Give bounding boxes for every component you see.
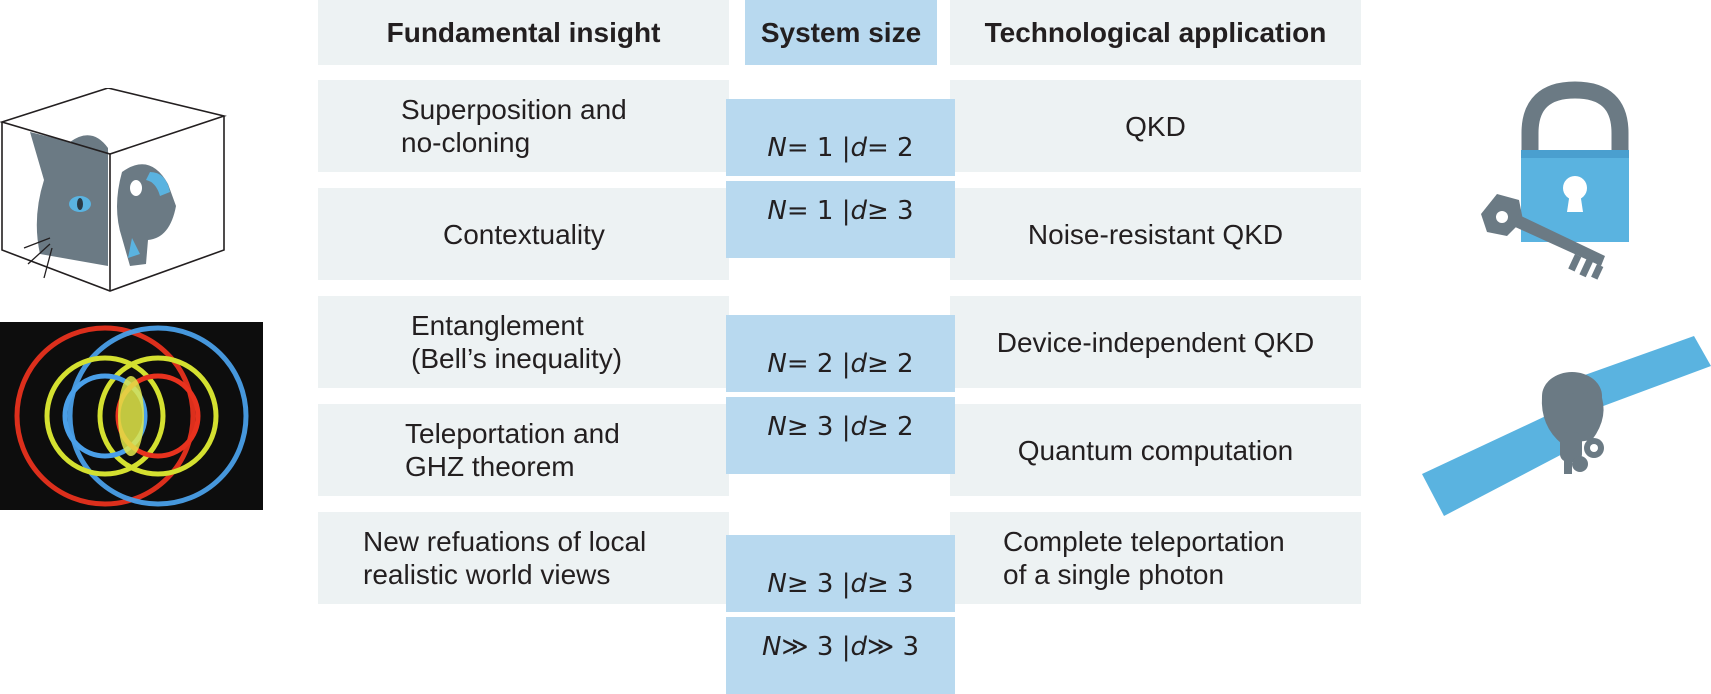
system-size-d: d: [850, 196, 867, 226]
system-size-d: d: [850, 133, 867, 163]
system-size-d-relation: ≫ 3: [867, 632, 920, 662]
system-size-n: N: [767, 196, 787, 226]
application-row: Quantum computation: [950, 404, 1361, 496]
insight-label: Entanglement (Bell’s inequality): [411, 310, 623, 374]
system-size-box: N ≫ 3 | d ≫ 3: [726, 617, 955, 694]
schrodinger-cat-box-icon: [0, 88, 227, 292]
system-size-box: N ≥ 3 | d ≥ 2: [726, 397, 955, 474]
system-size-d: d: [850, 349, 867, 379]
application-label: Device-independent QKD: [996, 326, 1315, 358]
insight-row: Superposition and no-cloning: [318, 80, 729, 172]
entangled-photon-rings-icon: [0, 322, 263, 510]
application-row: Noise-resistant QKD: [950, 188, 1361, 280]
system-size-n-relation: = 1 |: [786, 196, 851, 226]
system-size-d: d: [850, 569, 867, 599]
insight-row: Teleportation and GHZ theorem: [318, 404, 729, 496]
system-size-n: N: [761, 632, 782, 662]
system-size-box: N ≥ 3 | d ≥ 3: [726, 535, 955, 612]
system-size-n-relation: ≫ 3 |: [781, 632, 851, 662]
system-size-d-relation: = 2: [867, 133, 914, 163]
insight-row: Entanglement (Bell’s inequality): [318, 296, 729, 388]
application-row: Device-independent QKD: [950, 296, 1361, 388]
system-size-n: N: [767, 412, 787, 442]
insight-label: Superposition and no-cloning: [401, 94, 627, 158]
system-size-d: d: [850, 412, 867, 442]
system-size-n-relation: ≥ 3 |: [786, 412, 851, 442]
system-size-box: N = 2 | d ≥ 2: [726, 315, 955, 392]
application-label: Noise-resistant QKD: [1027, 218, 1284, 250]
insight-label: Contextuality: [443, 218, 605, 250]
system-size-n-relation: = 1 |: [786, 133, 851, 163]
system-size-n: N: [767, 133, 787, 163]
application-label: QKD: [1125, 110, 1186, 142]
header-fundamental-insight: Fundamental insight: [318, 0, 729, 65]
application-label: Quantum computation: [1017, 434, 1294, 466]
padlock-with-key-icon: [1481, 81, 1629, 280]
application-row: QKD: [950, 80, 1361, 172]
application-label: Complete teleportation of a single photo…: [1003, 526, 1285, 590]
system-size-n-relation: ≥ 3 |: [786, 569, 851, 599]
satellite-icon: [1422, 336, 1711, 516]
header-technological-application: Technological application: [950, 0, 1361, 65]
system-size-d-relation: ≥ 2: [867, 412, 914, 442]
system-size-box: N = 1 | d = 2: [726, 99, 955, 176]
system-size-n-relation: = 2 |: [786, 349, 851, 379]
insight-row: New refuations of local realistic world …: [318, 512, 729, 604]
insight-row: Contextuality: [318, 188, 729, 280]
system-size-d-relation: ≥ 3: [867, 196, 914, 226]
system-size-box: N = 1 | d ≥ 3: [726, 181, 955, 258]
system-size-n: N: [767, 569, 787, 599]
insight-label: New refuations of local realistic world …: [363, 526, 647, 590]
system-size-d: d: [850, 632, 867, 662]
header-system-size: System size: [745, 0, 937, 65]
insight-label: Teleportation and GHZ theorem: [405, 418, 620, 482]
application-row: Complete teleportation of a single photo…: [950, 512, 1361, 604]
system-size-d-relation: ≥ 2: [867, 349, 914, 379]
system-size-d-relation: ≥ 3: [867, 569, 914, 599]
system-size-n: N: [767, 349, 787, 379]
